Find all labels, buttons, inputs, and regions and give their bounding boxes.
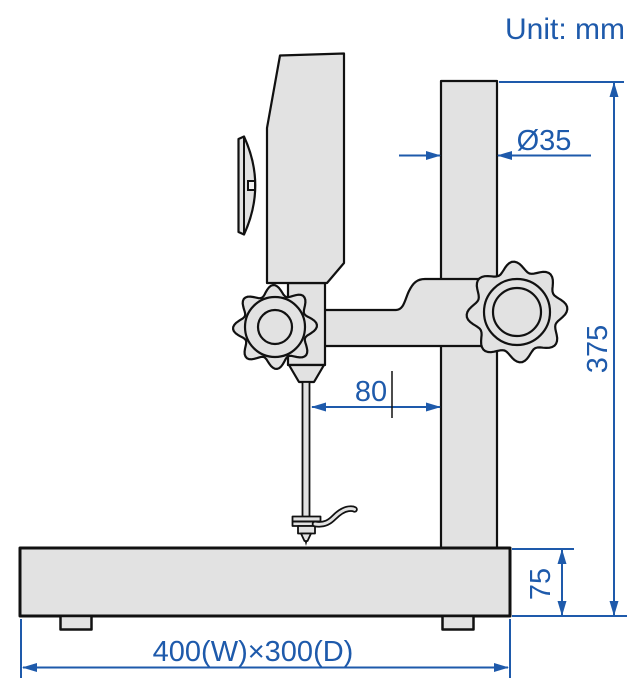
indicator-bezel <box>237 135 257 236</box>
fine-adjust-knob-center <box>256 308 294 346</box>
dimension-annotations: Unit: mm Ø35 375 8 <box>20 13 627 678</box>
dim-indicator-offset: 80 <box>311 371 441 418</box>
label-column-diameter: Ø35 <box>517 125 572 157</box>
dim-stand-height: 375 <box>499 81 624 616</box>
arrow-up-icon <box>609 82 619 97</box>
arrow-up-icon <box>557 549 567 564</box>
unit-label: Unit: mm <box>505 13 625 46</box>
arrow-left-icon <box>497 151 512 160</box>
bezel-lug <box>247 180 256 191</box>
indicator-body <box>265 52 346 285</box>
label-base-size: 400(W)×300(D) <box>153 636 354 668</box>
arrow-left-icon <box>311 402 326 412</box>
dim-base-thickness: 75 <box>512 548 627 617</box>
dim-column-diameter: Ø35 <box>399 125 591 160</box>
dim-base-size: 400(W)×300(D) <box>20 619 511 678</box>
base-foot-right <box>441 614 475 631</box>
clamp-taper <box>287 363 326 384</box>
base <box>18 546 512 618</box>
label-indicator-offset: 80 <box>355 376 387 408</box>
base-foot-left <box>59 614 93 631</box>
column-clamp-knob-center <box>491 286 543 338</box>
stand-parts <box>18 52 569 631</box>
label-stand-height: 375 <box>582 325 614 373</box>
contact-cone <box>300 532 312 542</box>
arrow-right-icon <box>426 151 441 160</box>
spindle <box>301 381 311 518</box>
arrow-right-icon <box>494 663 509 672</box>
holding-arm <box>288 277 508 348</box>
lifting-lever <box>313 507 356 526</box>
arrow-left-icon <box>22 663 37 672</box>
arrow-down-icon <box>609 601 619 616</box>
arrow-down-icon <box>557 601 567 616</box>
contact-tip <box>304 541 308 546</box>
label-base-thickness: 75 <box>525 568 557 600</box>
contact-block <box>297 525 316 535</box>
arrow-right-icon <box>426 402 441 412</box>
